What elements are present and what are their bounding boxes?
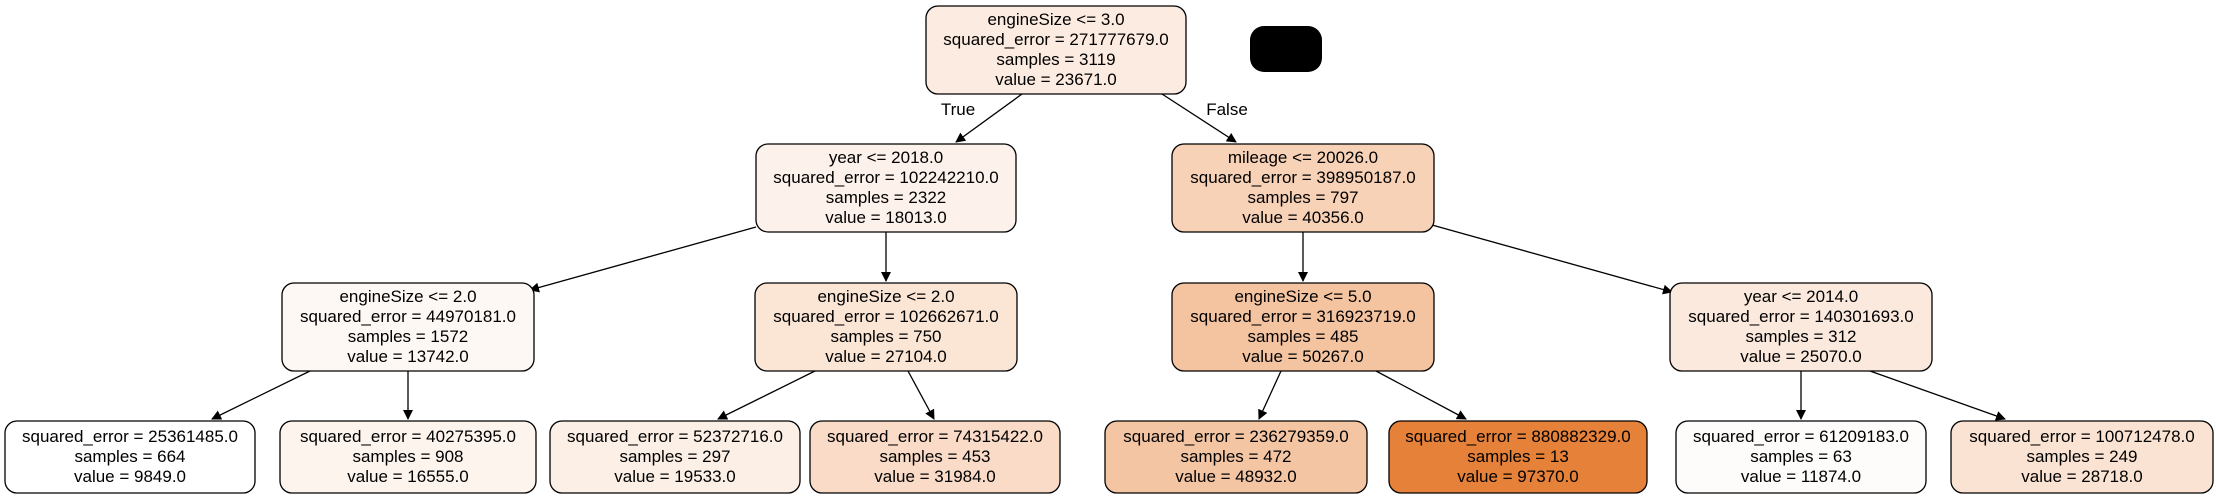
edge-label-true: True [941, 100, 975, 119]
node-line: squared_error = 74315422.0 [827, 427, 1043, 446]
node-line: value = 23671.0 [995, 70, 1116, 89]
node-line: samples = 750 [830, 327, 941, 346]
edge-n5-n12 [1375, 370, 1467, 420]
node-line: engineSize <= 5.0 [1234, 287, 1371, 306]
node-line: samples = 13 [1467, 447, 1569, 466]
edge-n0-n2 [1161, 93, 1237, 143]
node-line: samples = 453 [879, 447, 990, 466]
node-line: squared_error = 52372716.0 [567, 427, 783, 446]
node-line: value = 48932.0 [1175, 467, 1296, 486]
node-line: samples = 2322 [826, 188, 947, 207]
node-line: samples = 485 [1247, 327, 1358, 346]
edge-label-false: False [1206, 100, 1248, 119]
node-line: squared_error = 236279359.0 [1123, 427, 1348, 446]
node-line: value = 97370.0 [1457, 467, 1578, 486]
node-line: engineSize <= 3.0 [987, 10, 1124, 29]
edge-n0-n1 [955, 93, 1023, 143]
node-line: samples = 797 [1247, 188, 1358, 207]
node-line: value = 50267.0 [1242, 347, 1363, 366]
node-line: value = 40356.0 [1242, 208, 1363, 227]
node-line: samples = 664 [74, 447, 185, 466]
node-line: squared_error = 102242210.0 [773, 168, 998, 187]
node-line: squared_error = 398950187.0 [1190, 168, 1415, 187]
node-line: year <= 2014.0 [1744, 287, 1858, 306]
node-line: engineSize <= 2.0 [339, 287, 476, 306]
node-line: value = 16555.0 [347, 467, 468, 486]
redaction-box [1250, 26, 1322, 72]
node-box [1675, 420, 1927, 494]
node-line: samples = 63 [1750, 447, 1852, 466]
node-line: squared_error = 140301693.0 [1688, 307, 1913, 326]
edge-n3-n7 [211, 370, 311, 420]
edge-n4-n9 [717, 370, 816, 420]
edge-n4-n10 [907, 370, 935, 420]
node-box [279, 420, 537, 494]
node-line: value = 31984.0 [874, 467, 995, 486]
node-box [755, 143, 1017, 233]
node-line: squared_error = 25361485.0 [22, 427, 238, 446]
node-box [549, 420, 801, 494]
node-line: squared_error = 100712478.0 [1969, 427, 2194, 446]
node-box [1104, 420, 1368, 494]
node-line: samples = 3119 [996, 50, 1115, 69]
edge-n5-n11 [1258, 370, 1282, 420]
node-line: squared_error = 316923719.0 [1190, 307, 1415, 326]
node-line: value = 13742.0 [347, 347, 468, 366]
node-line: value = 25070.0 [1740, 347, 1861, 366]
node-line: value = 28718.0 [2021, 467, 2142, 486]
node-line: squared_error = 40275395.0 [300, 427, 516, 446]
node-line: value = 27104.0 [825, 347, 946, 366]
node-box [1171, 282, 1435, 372]
node-line: squared_error = 102662671.0 [773, 307, 998, 326]
node-line: mileage <= 20026.0 [1228, 148, 1378, 167]
node-box [281, 282, 535, 372]
node-line: squared_error = 271777679.0 [943, 30, 1168, 49]
edge-n1-n3 [529, 226, 757, 293]
node-box [754, 282, 1018, 372]
node-box [1388, 420, 1648, 494]
node-box [1950, 420, 2214, 494]
node-line: squared_error = 44970181.0 [300, 307, 516, 326]
node-line: samples = 472 [1180, 447, 1291, 466]
node-line: samples = 908 [352, 447, 463, 466]
node-line: value = 18013.0 [825, 208, 946, 227]
node-line: samples = 1572 [348, 327, 469, 346]
node-line: value = 19533.0 [614, 467, 735, 486]
node-line: value = 11874.0 [1741, 467, 1861, 486]
node-box [1171, 143, 1435, 233]
node-line: value = 9849.0 [74, 467, 186, 486]
node-line: squared_error = 61209183.0 [1693, 427, 1909, 446]
edge-n2-n6 [1431, 224, 1673, 295]
node-line: engineSize <= 2.0 [817, 287, 954, 306]
node-line: samples = 297 [619, 447, 730, 466]
node-box [925, 5, 1187, 95]
node-box [1669, 282, 1933, 372]
edge-n6-n14 [1869, 370, 2006, 421]
node-box [4, 420, 256, 494]
node-line: year <= 2018.0 [829, 148, 943, 167]
node-line: squared_error = 880882329.0 [1405, 427, 1630, 446]
node-line: samples = 249 [2026, 447, 2137, 466]
node-box [809, 420, 1061, 494]
node-line: samples = 312 [1745, 327, 1856, 346]
